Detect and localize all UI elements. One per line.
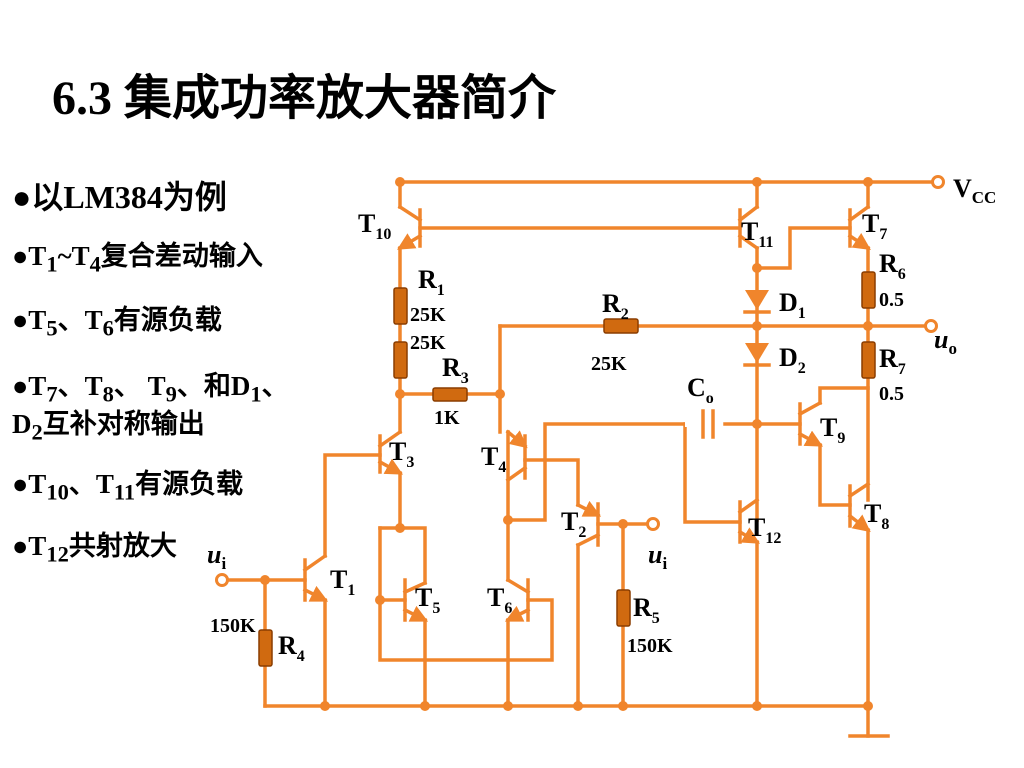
bullet-active-load-t10-t11: ●T10、T11有源负载 [12,469,244,505]
resistor-r6 [861,271,876,309]
t9-label: T9 [820,413,845,447]
ui-left-label: ui [207,540,226,573]
r5-value: 150K [627,635,673,657]
t12-label: T12 [748,513,781,547]
bullet-composite-diff-input: ●T1~T4复合差动输入 [12,241,263,277]
r4-label: R4 [278,631,305,665]
r2-label: R2 [602,289,629,323]
wires [220,180,934,738]
resistor-r1b [393,341,408,379]
r5-label: R5 [633,593,660,627]
diode-d1 [743,290,771,314]
co-label: Co [687,373,714,407]
t4-label: T4 [481,442,506,476]
r2-value: 25K [591,353,627,375]
bullet-active-load-t5-t6: ●T5、T6有源负载 [12,305,222,341]
diode-d2 [743,343,771,367]
transistor-t11 [737,204,760,251]
resistor-r3 [432,387,468,402]
t6-label: T6 [487,583,512,617]
d1-label: D1 [779,288,806,322]
page-title: 6.3 集成功率放大器简介 [52,72,557,125]
ui-left-terminal [215,573,229,587]
transistor-t2 [575,500,602,548]
junction-dots [260,177,873,711]
t7-label: T7 [862,209,887,243]
t11-label: T11 [741,217,773,251]
r7-label: R7 [879,344,906,378]
resistor-r5 [616,589,631,627]
transistor-t10 [396,204,423,251]
transistor-t6 [504,577,531,623]
transistor-t4 [505,429,528,483]
transistor-t8 [847,481,871,533]
r1-value: 25K [410,304,446,326]
r6-value: 0.5 [879,289,904,311]
vcc-terminal [931,175,945,189]
r7-value: 0.5 [879,383,904,405]
bullet-complementary-output-line1: ●T7、T8、 T9、和D1、 [12,371,289,407]
capacitor-co [685,409,715,439]
t3-label: T3 [389,437,414,471]
t1-label: T1 [330,565,355,599]
transistor-t1 [302,553,329,603]
bullet-complementary-output-line2: D2互补对称输出 [12,409,205,445]
resistor-r4 [258,629,273,667]
ui-right-terminal [646,517,660,531]
t2-label: T2 [561,507,586,541]
transistor-t12 [737,497,761,545]
terminals [215,175,945,587]
resistor-r7 [861,341,876,379]
r1-label: R1 [418,265,445,299]
uo-terminal [924,319,938,333]
t5-label: T5 [415,583,440,617]
resistor-r2 [603,318,639,334]
vcc-label: VCC [953,174,996,207]
resistor-r1 [393,287,408,325]
d2-label: D2 [779,343,806,377]
bullet-lm384: ●以LM384为例 [12,179,227,215]
uo-label: uo [934,325,957,358]
transistor-t9 [797,400,824,448]
r1b-value: 25K [410,332,446,354]
bullet-common-emitter: ●T12共射放大 [12,531,177,567]
ui-right-label: ui [648,540,667,573]
transistor-t3 [377,429,404,476]
r3-value: 1K [434,407,460,429]
t8-label: T8 [864,499,889,533]
t10-label: T10 [358,209,391,243]
r6-label: R6 [879,249,906,283]
r3-label: R3 [442,353,469,387]
transistor-t7 [847,204,871,251]
r4-value: 150K [210,615,256,637]
transistor-t5 [402,578,429,623]
